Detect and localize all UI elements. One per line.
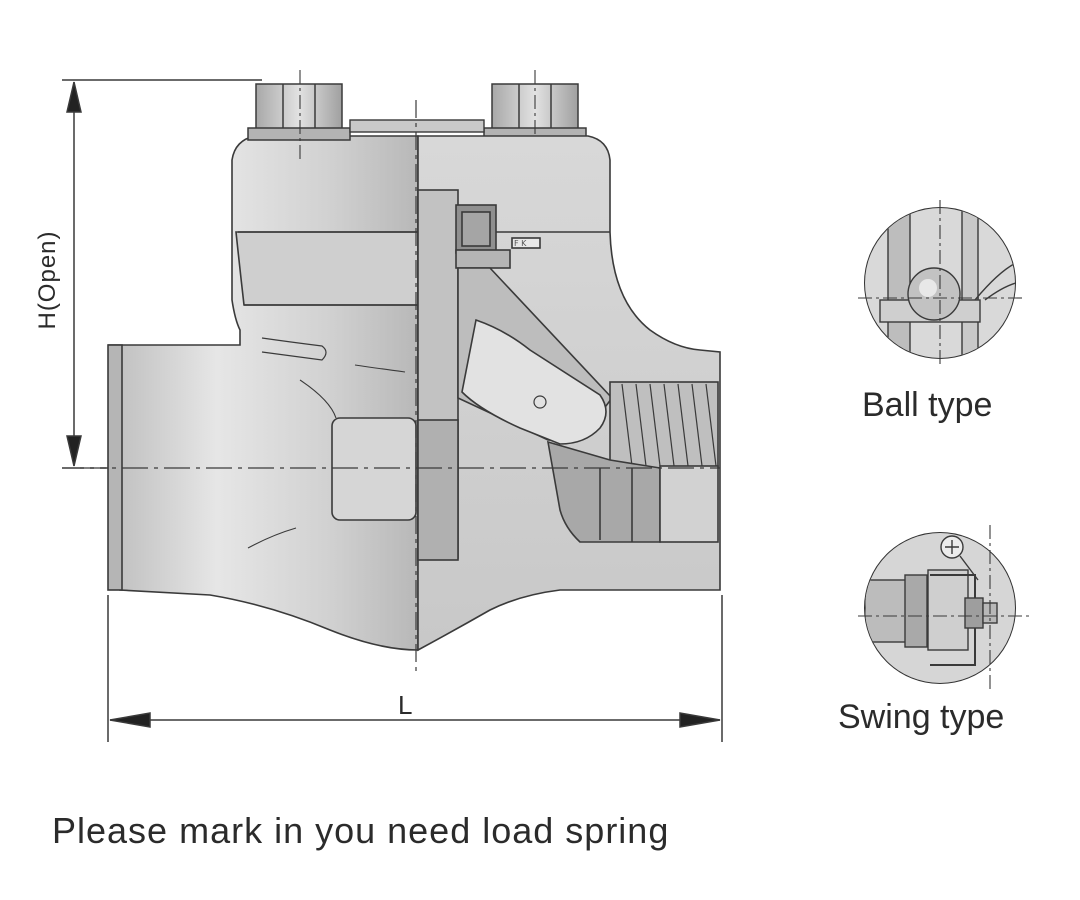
load-spring-note: Please mark in you need load spring [52, 810, 670, 851]
swing-type-detail [858, 525, 1030, 690]
ball-type-detail [858, 200, 1022, 368]
svg-text:F K: F K [514, 239, 527, 248]
length-dimension [107, 595, 723, 742]
valve-body-exterior [107, 135, 419, 651]
length-dimension-label: L [398, 690, 413, 720]
cover-plate [349, 119, 485, 133]
bolt-left [247, 70, 351, 160]
valve-body-section: F K [417, 135, 721, 652]
swing-type-label: Swing type [838, 698, 1005, 736]
height-dimension [62, 79, 330, 469]
center-lines [80, 100, 720, 672]
ball-type-label: Ball type [862, 386, 993, 424]
height-dimension-label: H(Open) [34, 230, 61, 330]
